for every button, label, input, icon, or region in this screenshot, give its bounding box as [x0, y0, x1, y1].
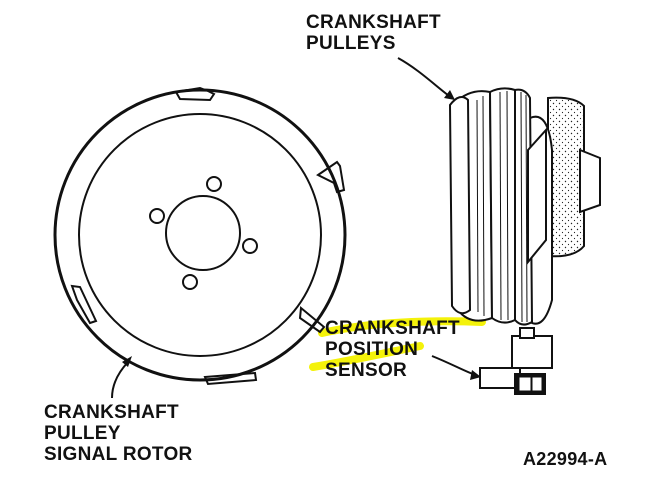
- pulley-groove: [488, 87, 516, 324]
- rotor-vane: [70, 284, 98, 325]
- crankshaft-pulleys: [448, 87, 601, 326]
- crankshaft-pulley-signal-rotor-label: CRANKSHAFT PULLEY SIGNAL ROTOR: [44, 402, 193, 465]
- position-sensor: [479, 327, 553, 395]
- label-line: CRANKSHAFT: [306, 12, 441, 33]
- bolt-hole-right: [242, 238, 258, 254]
- bolt-hole-left: [149, 208, 165, 224]
- label-line: SIGNAL ROTOR: [44, 444, 193, 465]
- figure-code: A22994-A: [523, 449, 608, 469]
- label-line: SENSOR: [325, 360, 408, 381]
- bolt-hole-top: [206, 176, 222, 192]
- rotor-vane: [298, 306, 326, 334]
- bolt-hole-bottom: [182, 274, 198, 290]
- sensor-leader-arrow: [470, 370, 481, 380]
- crankshaft-pulleys-label: CRANKSHAFT PULLEYS: [306, 12, 441, 54]
- signal-rotor: [53, 86, 347, 386]
- label-line: POSITION: [325, 339, 419, 360]
- label-line: PULLEYS: [306, 33, 396, 54]
- label-line: PULLEY: [44, 423, 121, 444]
- label-line: CRANKSHAFT: [44, 402, 179, 423]
- crankshaft-position-sensor-label: CRANKSHAFT POSITION SENSOR: [325, 318, 460, 381]
- rotor-vane: [174, 86, 216, 102]
- rotor-inner-ring: [78, 113, 322, 357]
- sensor-body: [511, 335, 553, 369]
- pulley-groove: [514, 88, 534, 326]
- rotor-hub: [165, 195, 241, 271]
- pulleys-leader-arrow: [444, 90, 455, 100]
- rotor-vane: [203, 371, 258, 386]
- damper-body: [547, 96, 585, 258]
- pulleys-leader-line: [397, 57, 453, 99]
- rotor-leader-arrow: [122, 356, 132, 367]
- label-line: CRANKSHAFT: [325, 318, 460, 339]
- rotor-outer-rim: [53, 88, 347, 382]
- label-highlight: [309, 317, 486, 371]
- rotor-vane: [316, 160, 346, 194]
